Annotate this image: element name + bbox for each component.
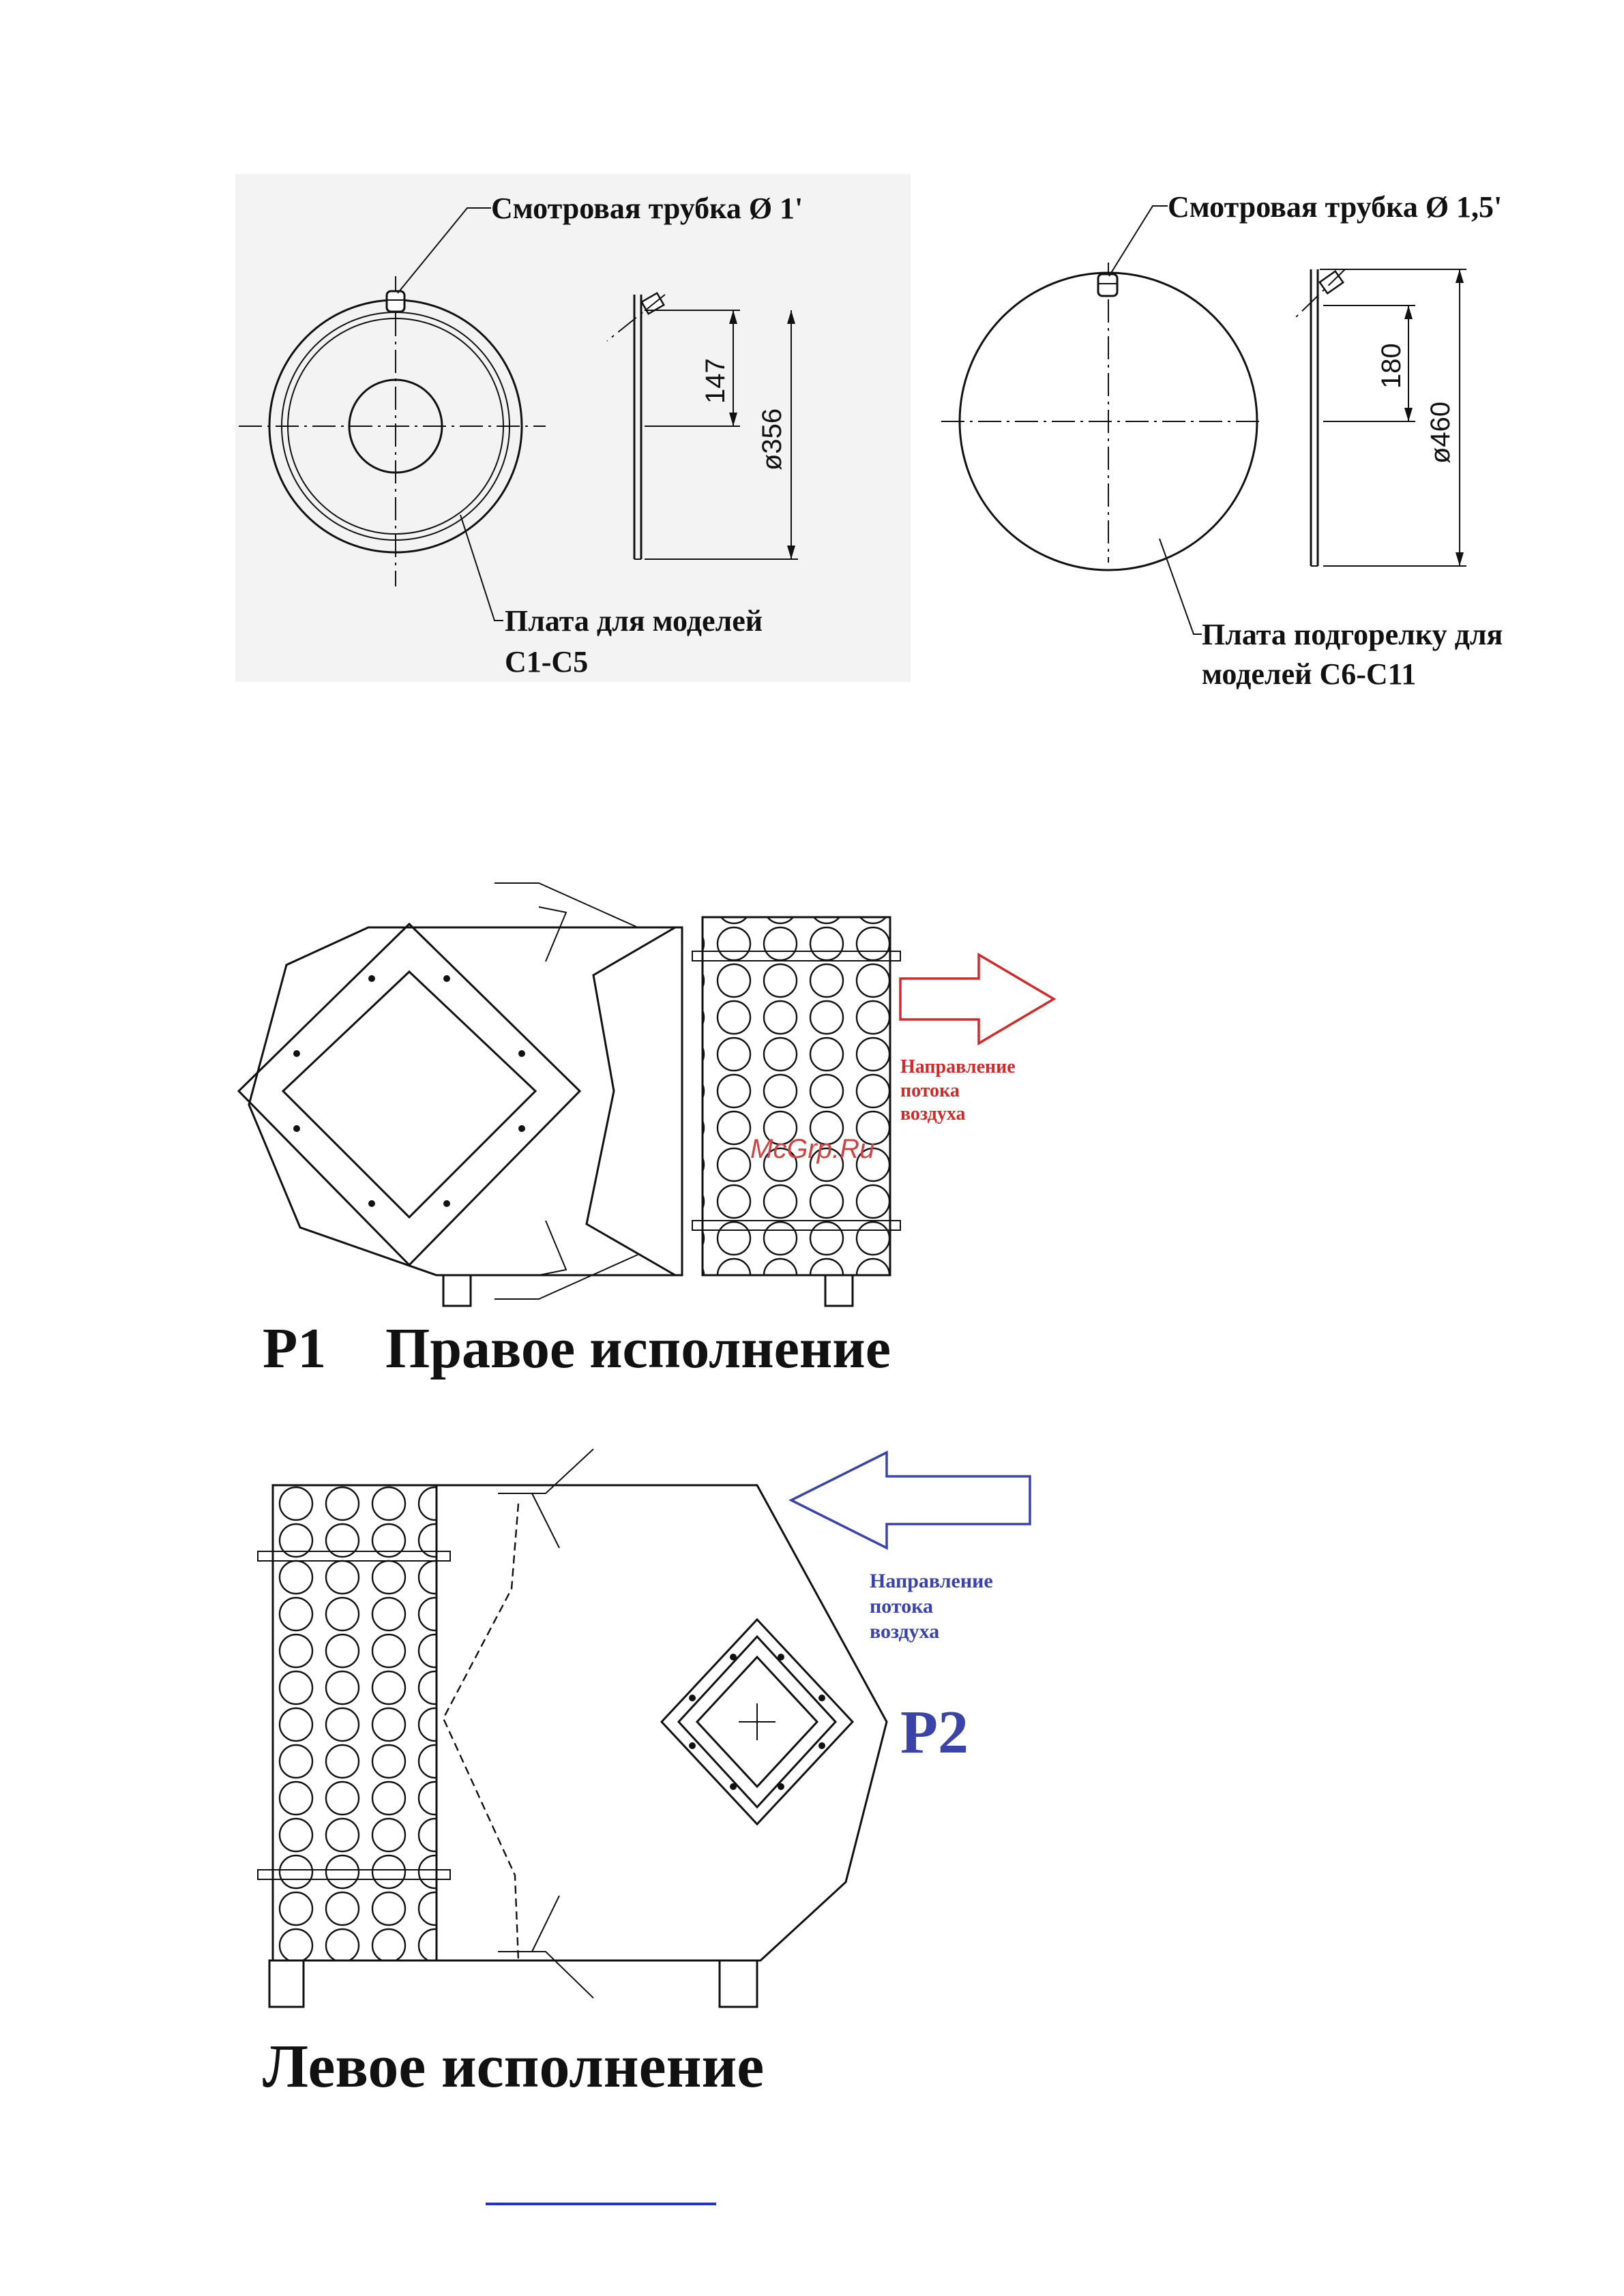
right-flow-label-line3: воздуха	[900, 1103, 965, 1124]
right-variant-title: Правое исполнение	[385, 1317, 891, 1380]
left-variant-code: P2	[900, 1699, 969, 1766]
left-flow-label-line2: потока	[870, 1595, 933, 1617]
watermark: McGrp.Ru	[750, 1134, 874, 1164]
flow-arrow-left-icon	[791, 1452, 1030, 1548]
heat-exchanger-tubes-left	[273, 1485, 437, 1960]
flow-arrow-right-icon	[900, 955, 1054, 1043]
plate-c1-c5-label-line2: C1-C5	[505, 645, 588, 679]
left-variant-title: Левое исполнение	[263, 2033, 764, 2100]
burner-mounting-flange	[239, 924, 580, 1265]
left-flow-label-line3: воздуха	[870, 1620, 939, 1643]
plate-c6-c11-label-line2: моделей C6-C11	[1202, 657, 1416, 691]
flange-bolt-holes	[293, 975, 525, 1207]
plate-c6-c11-drawing	[941, 206, 1466, 634]
dim-diameter-356: ø356	[757, 408, 787, 471]
right-flow-label-line1: Направление	[900, 1056, 1016, 1077]
heat-exchanger-tubes	[703, 917, 890, 1275]
dim-180: 180	[1376, 343, 1406, 389]
plate-c6-c11-label-line1: Плата подгорелку для	[1202, 618, 1503, 651]
sight-tube-1-5-label: Смотровая трубка Ø 1,5'	[1168, 190, 1502, 224]
sight-tube-1-5-icon	[1098, 274, 1117, 296]
right-flow-label-line2: потока	[900, 1080, 960, 1101]
sight-tube-1-icon	[387, 291, 404, 312]
sight-tube-1-label: Смотровая трубка Ø 1'	[491, 192, 803, 225]
dim-147: 147	[700, 358, 730, 404]
dim-diameter-460: ø460	[1426, 402, 1456, 464]
plate-c6-c11-side-view	[1296, 269, 1345, 566]
left-flow-label-line1: Направление	[870, 1570, 993, 1592]
plate-c1-c5-label-line1: Плата для моделей	[505, 604, 763, 638]
right-variant-code: P1	[263, 1317, 326, 1380]
